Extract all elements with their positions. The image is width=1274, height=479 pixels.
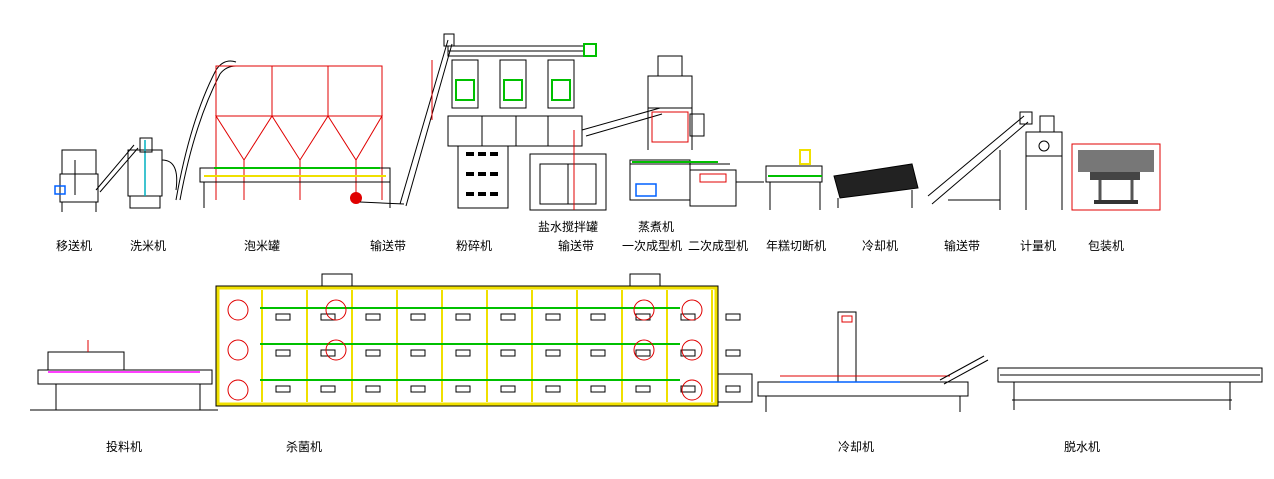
sterilizer-tray bbox=[410, 385, 426, 393]
sterilizer-tray bbox=[590, 385, 606, 393]
sterilizer-tray bbox=[680, 313, 696, 321]
sterilizer-tray bbox=[545, 385, 561, 393]
sterilizer-tray bbox=[320, 385, 336, 393]
sterilizer-tray bbox=[410, 313, 426, 321]
grinders bbox=[447, 43, 597, 209]
feeder bbox=[30, 340, 218, 411]
secondary-forming-machine bbox=[689, 169, 764, 207]
label-dewatering-machine: 脱水机 bbox=[1064, 439, 1100, 454]
steamer bbox=[647, 55, 705, 150]
packaging-machine bbox=[1071, 143, 1161, 211]
rice-washer bbox=[95, 137, 178, 209]
label-conveyor-3: 输送带 bbox=[944, 238, 980, 253]
label-secondary-forming-machine: 二次成型机 bbox=[688, 239, 748, 253]
sterilizer-tray bbox=[500, 349, 516, 357]
sterilizer-tray bbox=[500, 385, 516, 393]
sterilizer-tray bbox=[500, 313, 516, 321]
bottom-row-labels: 投料机 杀菌机 冷却机 脱水机 bbox=[106, 439, 1100, 454]
label-primary-forming-machine: 一次成型机 bbox=[622, 239, 682, 253]
sterilizer-tray bbox=[365, 385, 381, 393]
sterilizer-columns bbox=[261, 290, 741, 402]
sterilizer-tray bbox=[635, 385, 651, 393]
label-packaging-machine: 包装机 bbox=[1088, 239, 1124, 253]
weighing-machine bbox=[1025, 115, 1063, 210]
sterilizer-tray bbox=[455, 349, 471, 357]
sterilizer-tray bbox=[365, 313, 381, 321]
sterilizer-tray bbox=[275, 349, 291, 357]
sterilizer-tray bbox=[725, 385, 741, 393]
soaking-tanks bbox=[175, 60, 391, 208]
sterilizer-tray bbox=[320, 349, 336, 357]
label-transfer-machine: 移送机 bbox=[56, 238, 92, 253]
sterilizer-tray bbox=[545, 313, 561, 321]
label-conveyor-2: 输送带 bbox=[558, 238, 594, 253]
dewatering-machine bbox=[997, 367, 1263, 410]
sterilizer-tray bbox=[635, 349, 651, 357]
conveyor-2 bbox=[927, 111, 1033, 210]
cooler-top bbox=[833, 163, 919, 208]
label-sterilizer: 杀菌机 bbox=[286, 439, 322, 454]
sterilizer-tray bbox=[680, 349, 696, 357]
conveyor-1 bbox=[359, 33, 455, 207]
label-brine-mixing-tank: 盐水搅拌罐 bbox=[538, 219, 598, 234]
sterilizer-tray bbox=[410, 349, 426, 357]
label-conveyor-1: 输送带 bbox=[370, 238, 406, 253]
transfer-machine bbox=[54, 149, 99, 212]
sterilizer-tray bbox=[455, 385, 471, 393]
label-grinders: 粉碎机 bbox=[456, 238, 492, 253]
label-cooler-top: 冷却机 bbox=[862, 239, 898, 253]
label-cooler-bottom: 冷却机 bbox=[838, 440, 874, 454]
primary-forming-machine bbox=[629, 159, 730, 201]
brine-mixing-tank bbox=[529, 107, 663, 211]
sterilizer-tray bbox=[590, 349, 606, 357]
sterilizer bbox=[215, 273, 753, 407]
rice-cake-cutter bbox=[765, 149, 823, 210]
cooler-bottom bbox=[757, 311, 989, 412]
label-rice-washer: 洗米机 bbox=[130, 239, 166, 253]
sterilizer-tray bbox=[365, 349, 381, 357]
label-weighing-machine: 计量机 bbox=[1020, 239, 1056, 253]
sterilizer-tray bbox=[725, 349, 741, 357]
label-soaking-tanks: 泡米罐 bbox=[244, 239, 280, 253]
sterilizer-tray bbox=[275, 385, 291, 393]
label-steamer: 蒸煮机 bbox=[638, 220, 674, 234]
sterilizer-tray bbox=[725, 313, 741, 321]
sterilizer-tray bbox=[680, 385, 696, 393]
sterilizer-tray bbox=[275, 313, 291, 321]
label-feeder: 投料机 bbox=[106, 439, 142, 454]
sterilizer-tray bbox=[455, 313, 471, 321]
sterilizer-tray bbox=[545, 349, 561, 357]
label-rice-cake-cutter: 年糕切断机 bbox=[766, 238, 826, 253]
sterilizer-tray bbox=[320, 313, 336, 321]
top-row-labels: 移送机 洗米机 泡米罐 输送带 粉碎机 盐水搅拌罐 输送带 蒸煮机 一次成型机 … bbox=[56, 219, 1124, 253]
sterilizer-tray bbox=[590, 313, 606, 321]
